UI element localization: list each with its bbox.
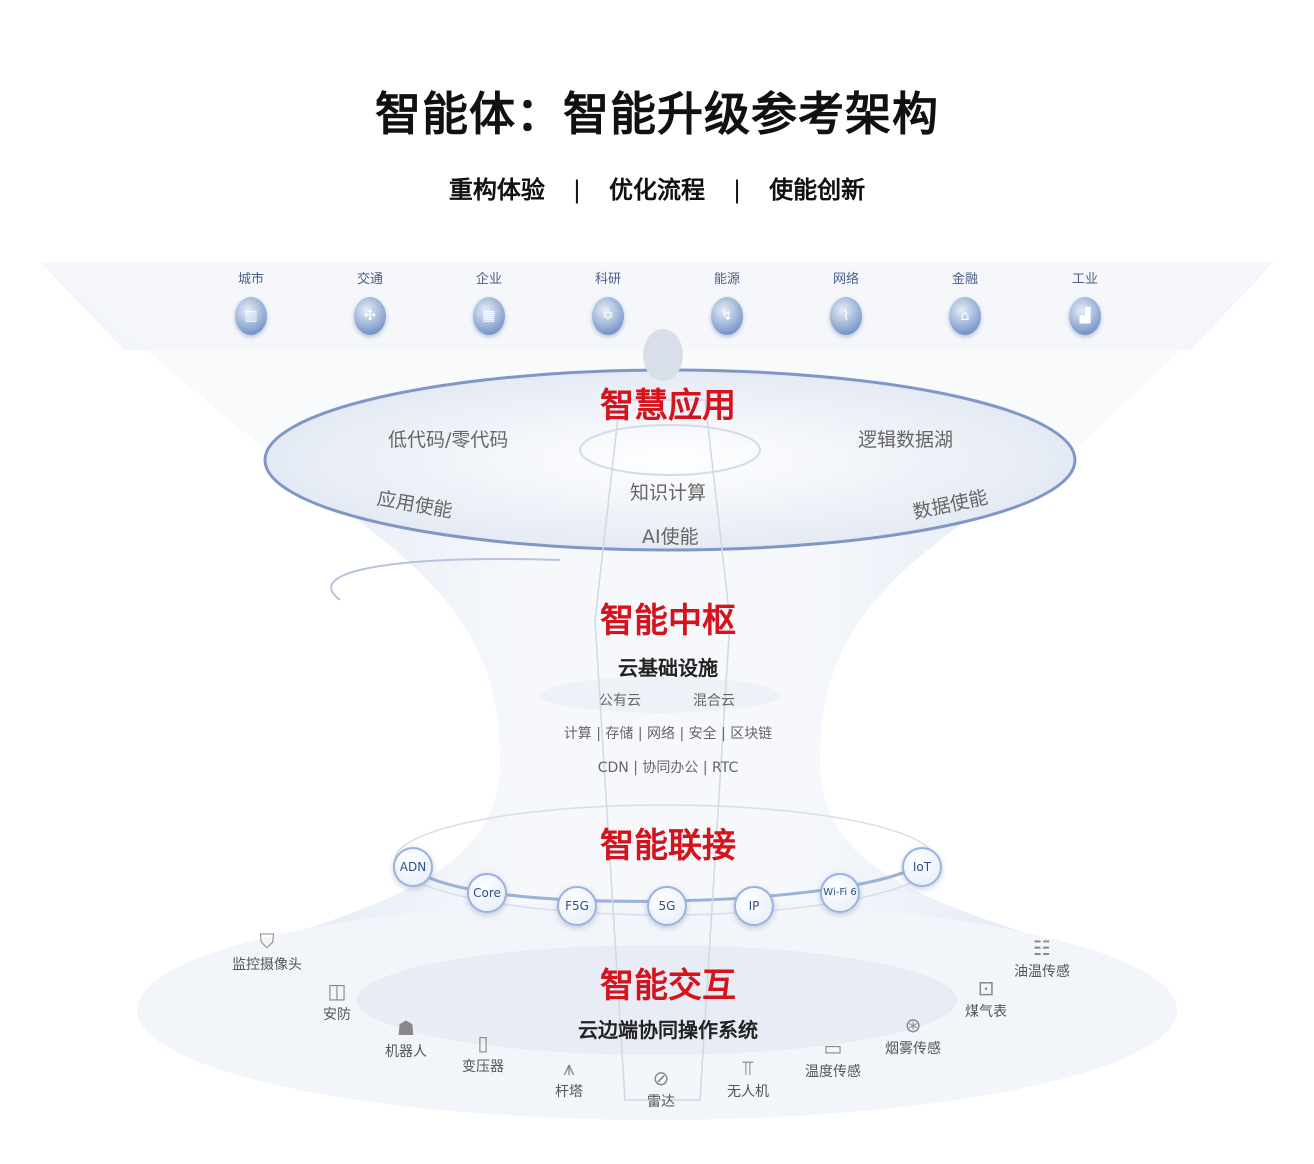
connect-layer-title: 智能联接 [600,826,736,866]
smoke-sensor-icon: ⊛ [904,1013,922,1037]
device-oil-temp-sensor: ☷ 油温传感 [997,935,1087,981]
device-tower: ⩚ 杆塔 [524,1055,614,1101]
node-f5g: F5G [557,886,597,926]
device-smoke-sensor: ⊛ 烟雾传感 [868,1012,958,1058]
industry-label: 科研 [594,272,621,287]
device-label: 烟雾传感 [885,1041,941,1057]
device-label: 雷达 [647,1094,675,1110]
human-head-icon [643,329,683,381]
oil-temp-sensor-icon: ☷ [1033,936,1051,960]
interact-layer-title: 智能交互 [600,966,736,1006]
energy-icon: ↯ [711,297,743,335]
enterprise-icon: ▦ [473,297,505,335]
device-label: 煤气表 [965,1004,1007,1020]
cloud-type: 公有云 [599,693,641,709]
human-figure-icon [594,399,731,1101]
industry-label: 交通 [356,272,383,287]
camera-icon: ⛉ [259,929,275,953]
industry-enterprise: 企业 ▦ [459,268,519,335]
industry-research: 科研 ✡ [578,268,638,335]
device-label: 杆塔 [555,1084,583,1100]
interact-subtitle: 云边端协同操作系统 [578,1018,758,1042]
node-5g: 5G [647,886,687,926]
device-gas-meter: ⊡ 煤气表 [941,975,1031,1021]
app-item: 知识计算 [630,482,707,504]
hub-layer-title: 智能中枢 [600,601,736,641]
tower-icon: ⩚ [563,1056,575,1080]
subtitle-item: 优化流程 [609,176,705,204]
device-robot: ☗ 机器人 [361,1015,451,1061]
device-radar: ⊘ 雷达 [616,1065,706,1111]
device-label: 监控摄像头 [232,957,302,973]
node-adn: ADN [393,847,433,887]
app-item: 低代码/零代码 [388,429,509,451]
industry-label: 企业 [475,272,502,287]
device-security: ◫ 安防 [292,978,382,1024]
separator: | [733,176,742,204]
drone-icon: ⫪ [742,1056,754,1080]
device-transformer: ▯ 变压器 [438,1030,528,1076]
app-item: 逻辑数据湖 [858,429,954,451]
industry-network: 网络 ⌇ [816,268,876,335]
hub-services-line: 计算 | 存储 | 网络 | 安全 | 区块链 [563,726,773,742]
subtitle: 重构体验 | 优化流程 | 使能创新 [0,170,1314,205]
cctv-icon: ◫ [327,979,347,1003]
city-icon: ▥ [235,297,267,335]
industry-finance: 金融 ⌂ [935,268,995,335]
node-iot: IoT [902,847,942,887]
traffic-icon: ✣ [354,297,386,335]
industry-label: 金融 [951,272,978,287]
device-label: 变压器 [462,1059,504,1075]
radar-icon: ⊘ [652,1066,670,1090]
node-core: Core [467,873,507,913]
hub-services-line: CDN | 协同办公 | RTC [597,760,739,776]
industry-industry: 工业 ▟ [1055,268,1115,335]
gas-meter-icon: ⊡ [977,976,995,1000]
device-drone: ⫪ 无人机 [703,1055,793,1101]
device-temp-sensor: ▭ 温度传感 [788,1035,878,1081]
robot-icon: ☗ [397,1016,415,1040]
separator: | [572,176,581,204]
network-icon: ⌇ [830,297,862,335]
industry-label: 工业 [1071,272,1098,287]
node-wifi6: Wi-Fi 6 [820,873,860,913]
page-title: 智能体：智能升级参考架构 [375,87,939,141]
subtitle-item: 重构体验 [448,176,545,204]
industry-label: 城市 [237,272,264,287]
cloud-type: 混合云 [693,693,735,709]
device-label: 温度传感 [805,1064,861,1080]
device-label: 油温传感 [1014,964,1070,980]
device-label: 机器人 [385,1044,427,1060]
device-label: 安防 [323,1007,351,1023]
transformer-icon: ▯ [477,1031,489,1055]
research-icon: ✡ [592,297,624,335]
industry-label: 能源 [713,272,740,287]
industry-label: 网络 [832,272,859,287]
node-ip: IP [734,886,774,926]
industry-city: 城市 ▥ [221,268,281,335]
finance-icon: ⌂ [949,297,981,335]
temperature-sensor-icon: ▭ [823,1036,843,1060]
industry-icon: ▟ [1069,297,1101,335]
industry-energy: 能源 ↯ [697,268,757,335]
app-item: AI使能 [642,526,699,548]
app-layer-title: 智慧应用 [600,386,736,426]
hub-subtitle: 云基础设施 [618,656,718,680]
industry-traffic: 交通 ✣ [340,268,400,335]
subtitle-item: 使能创新 [769,176,866,204]
device-camera: ⛉ 监控摄像头 [222,928,312,974]
device-label: 无人机 [727,1084,769,1100]
